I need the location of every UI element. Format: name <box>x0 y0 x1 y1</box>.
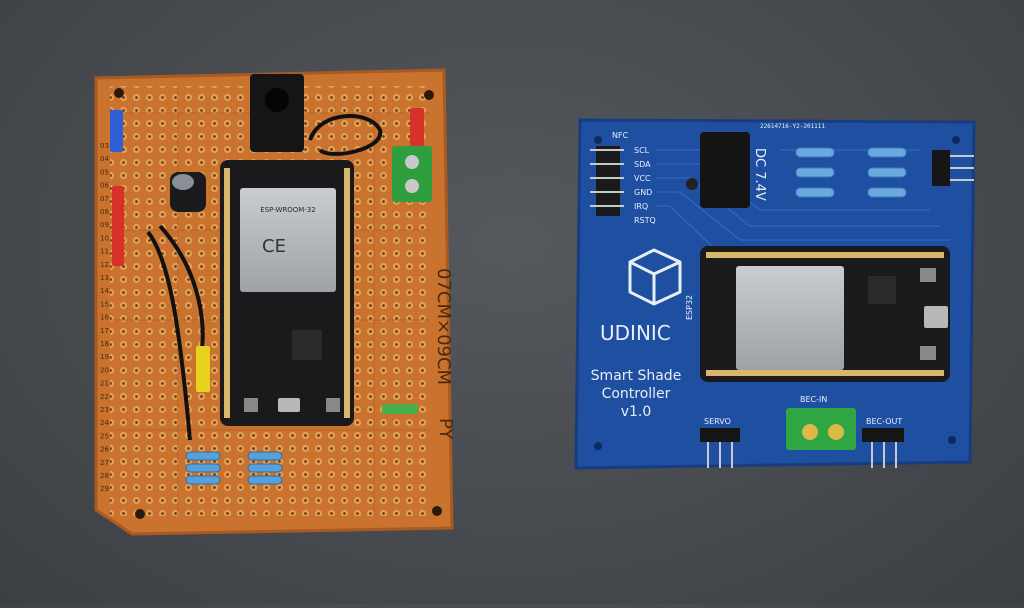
row-number: 20 <box>100 366 109 374</box>
svg-text:Controller: Controller <box>602 386 671 402</box>
pcb-esp32-devboard <box>700 246 950 382</box>
row-number: 16 <box>100 314 109 322</box>
yellow-pin-header <box>196 346 210 392</box>
row-number: 18 <box>100 340 109 348</box>
esp-label: ESP32 <box>685 295 694 320</box>
row-number: 07 <box>100 195 109 203</box>
nfc-pin-labels: SCL SDA VCC GND IRQ RSTQ <box>634 146 656 225</box>
svg-text:SCL: SCL <box>634 146 650 155</box>
row-number: 26 <box>100 446 109 454</box>
esp32-devboard: ESP-WROOM-32 CE <box>220 160 354 426</box>
row-number: 13 <box>100 274 109 282</box>
row-number: 03 <box>100 142 109 150</box>
row-number: 08 <box>100 208 109 216</box>
svg-text:IRQ: IRQ <box>634 202 648 211</box>
servo-label: SERVO <box>704 417 731 426</box>
pcb-title: Smart Shade Controller v1.0 <box>591 368 682 420</box>
bec-in-terminal <box>786 408 856 450</box>
perfboard-brand: PY <box>435 418 456 440</box>
row-number: 22 <box>100 393 109 401</box>
row-number: 05 <box>100 168 109 176</box>
svg-text:SDA: SDA <box>634 160 651 169</box>
dc-voltage-label: DC 7.4V <box>752 148 767 201</box>
row-number: 27 <box>100 459 109 467</box>
row-number: 23 <box>100 406 109 414</box>
resistor-group-right <box>795 147 907 198</box>
row-number: 24 <box>100 419 109 427</box>
row-number: 04 <box>100 155 109 163</box>
module-label: ESP-WROOM-32 <box>260 206 315 214</box>
row-number: 17 <box>100 327 109 335</box>
pcb-dc-jack <box>686 132 750 208</box>
row-number-column: 03 04 05 06 07 08 09 10 11 12 13 14 15 16 17 18 19 20 21 22… <box>100 142 109 493</box>
row-number: 19 <box>100 353 109 361</box>
row-number: 14 <box>100 287 109 295</box>
svg-text:NFC: NFC <box>612 131 629 140</box>
custom-pcb: NFC SCL SDA VCC GND IRQ RSTQ 22614716-Y2… <box>574 118 976 470</box>
brand-name: UDINIC <box>600 321 671 345</box>
blue-pin-header <box>110 110 123 152</box>
row-number: 15 <box>100 300 109 308</box>
svg-text:VCC: VCC <box>634 174 651 183</box>
pcb-serial: 22614716-Y2-201111 <box>760 123 825 130</box>
svg-text:RSTQ: RSTQ <box>634 216 656 225</box>
bec-out-label: BEC-OUT <box>866 417 902 426</box>
capacitor <box>170 172 206 212</box>
resistor-group-left <box>185 451 283 485</box>
row-number: 25 <box>100 432 109 440</box>
row-number: 10 <box>100 234 109 242</box>
row-number: 06 <box>100 182 109 190</box>
row-number: 11 <box>100 248 109 256</box>
svg-text:GND: GND <box>634 188 652 197</box>
udinic-logo <box>628 248 682 306</box>
dc-jack <box>250 74 304 152</box>
bec-in-label: BEC-IN <box>800 395 827 404</box>
row-number: 12 <box>100 261 109 269</box>
row-number: 21 <box>100 380 109 388</box>
svg-text:v1.0: v1.0 <box>621 404 652 420</box>
svg-text:Smart Shade: Smart Shade <box>591 368 682 384</box>
row-number: 09 <box>100 221 109 229</box>
perfboard: 03 04 05 06 07 08 09 10 11 12 13 14 15 16 17 18 19 20 21 22… <box>94 68 456 536</box>
nfc-header: NFC <box>590 131 629 216</box>
terminal-block <box>392 146 432 202</box>
ruler-label: 07CM×09CM <box>433 268 454 385</box>
row-number: 29 <box>100 485 109 493</box>
row-number: 28 <box>100 472 109 480</box>
svg-text:CE: CE <box>262 236 286 257</box>
red-pin-header <box>112 186 124 266</box>
